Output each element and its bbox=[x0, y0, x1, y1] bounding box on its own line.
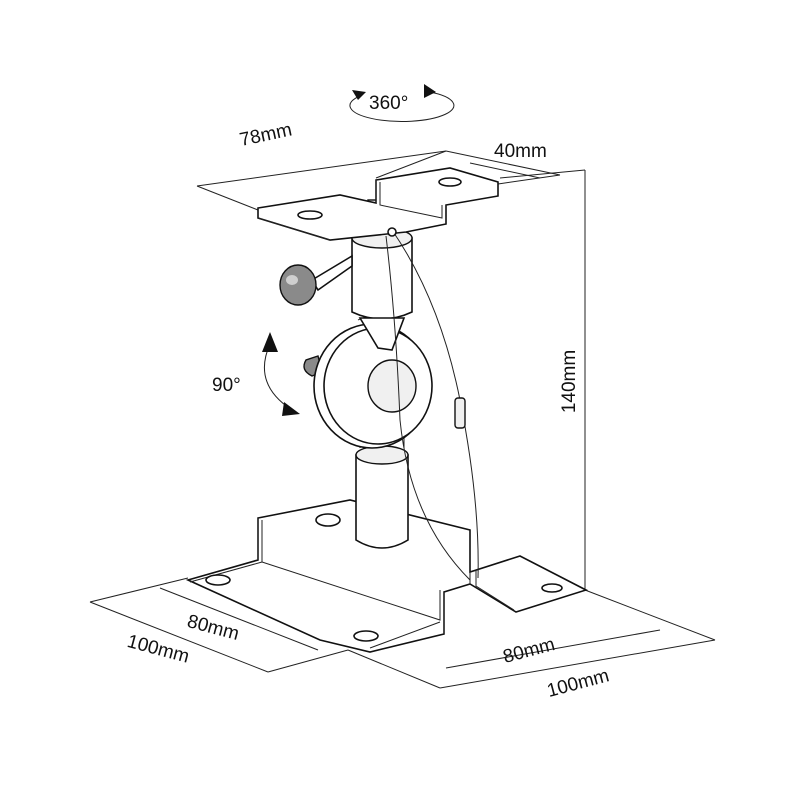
base-plate bbox=[185, 499, 589, 653]
top-depth-label: 40mm bbox=[494, 141, 547, 162]
top-plate bbox=[257, 167, 499, 241]
rotation-360-label: 360° bbox=[369, 93, 409, 114]
top-dimension-lines bbox=[196, 150, 561, 211]
tilt-90-label: 90° bbox=[212, 375, 241, 396]
rotation-360-arrow bbox=[349, 84, 455, 122]
tilt-knob bbox=[279, 254, 353, 306]
bottom-dimension-lines bbox=[89, 577, 716, 689]
swivel-joint bbox=[303, 315, 433, 449]
height-label: 140mm bbox=[559, 349, 581, 414]
tilt-90-arrow bbox=[262, 332, 300, 416]
safety-cable bbox=[385, 227, 479, 581]
